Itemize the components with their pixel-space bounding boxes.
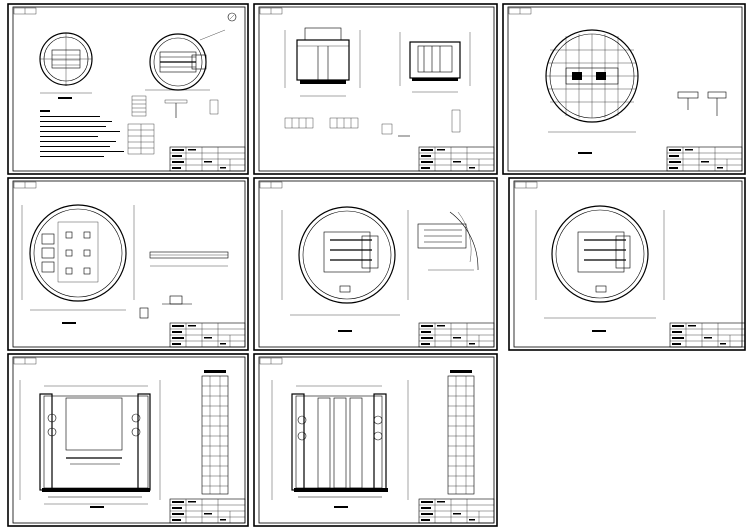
- sheet-7[interactable]: [7, 353, 249, 527]
- sheet-6-border: [508, 177, 746, 351]
- sheet-8[interactable]: [253, 353, 498, 527]
- sheet-5-border: [253, 177, 498, 351]
- north-arrow-icon: [227, 12, 237, 22]
- sheet-4-border: [7, 177, 249, 351]
- sheet-7-border: [7, 353, 249, 527]
- sheet-6[interactable]: [508, 177, 746, 351]
- sheet-4-base-slab-circle: [29, 204, 127, 302]
- sheet-1-notes: [40, 110, 124, 157]
- sheet-8-border: [253, 353, 498, 527]
- sheet-5-pipe-plan-circle: [298, 206, 396, 304]
- sheet-6-pipe-plan-circle: [551, 205, 649, 303]
- sheet-5[interactable]: [253, 177, 498, 351]
- sheet-2[interactable]: [253, 3, 498, 175]
- sheet-2-border: [253, 3, 498, 175]
- sheet-3[interactable]: [502, 3, 746, 175]
- sheet-4[interactable]: [7, 177, 249, 351]
- sheet-1-inner-border: [12, 6, 246, 172]
- sheet-1[interactable]: [7, 3, 249, 175]
